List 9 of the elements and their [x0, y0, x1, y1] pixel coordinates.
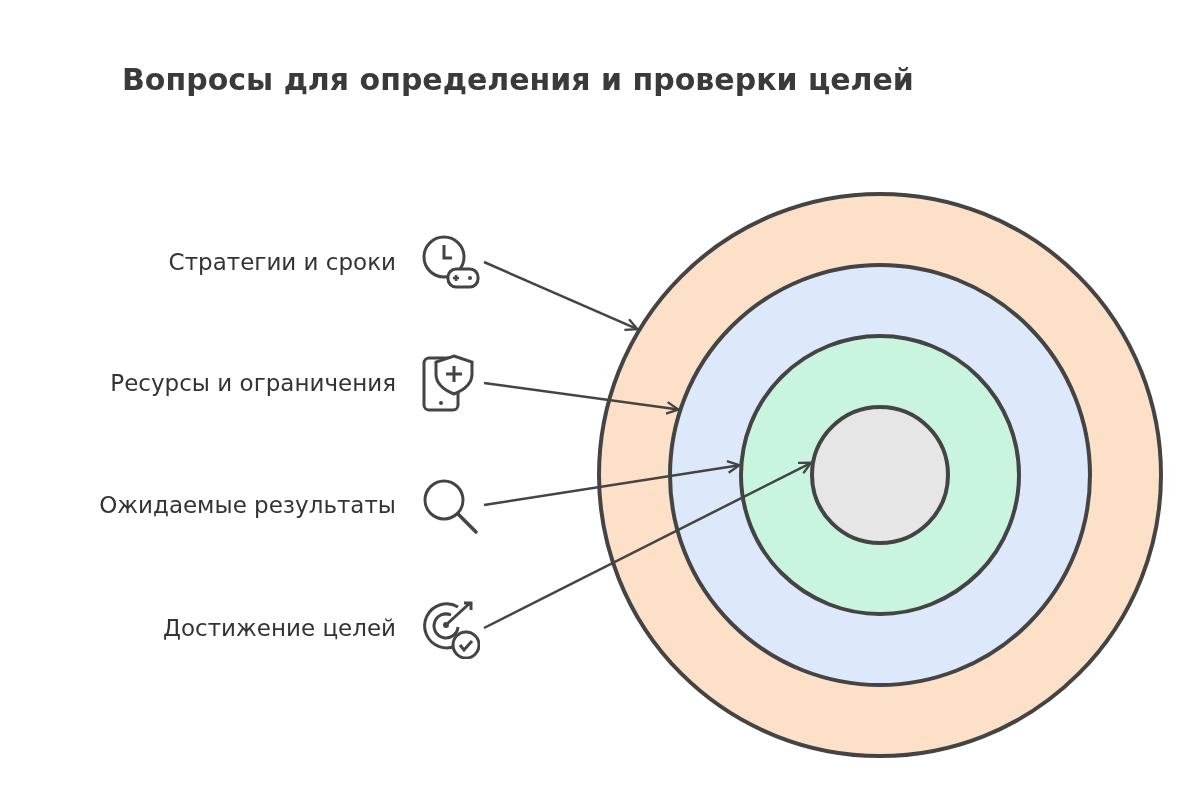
- question-label: Ожидаемые результаты: [99, 492, 396, 518]
- arrow: [483, 461, 813, 630]
- arrow: [483, 260, 639, 332]
- title: Вопросы для определения и проверки целей: [122, 62, 914, 97]
- question-label: Достижение целей: [163, 615, 396, 641]
- question-label: Стратегии и сроки: [168, 249, 396, 275]
- question-label: Ресурсы и ограничения: [110, 370, 396, 396]
- arrow: [483, 460, 741, 507]
- arrow: [483, 381, 680, 415]
